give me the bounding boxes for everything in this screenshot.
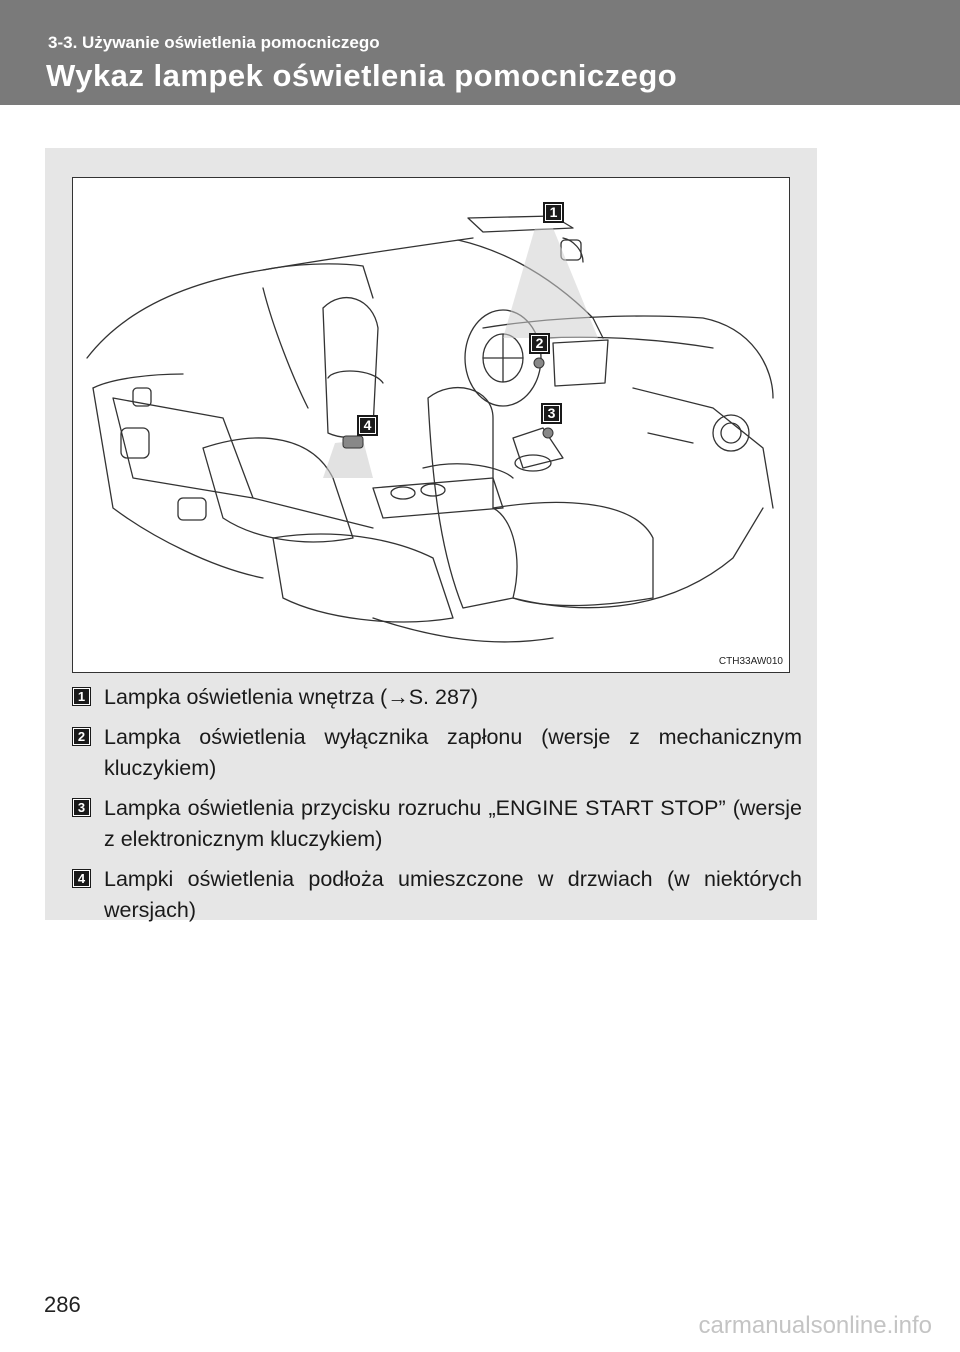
- item-text: Lampki oświetlenia podłoża umieszczone w…: [104, 867, 802, 922]
- item-text: Lampka oświetlenia wnętrza (→S. 287): [104, 685, 478, 709]
- list-item: 3 Lampka oświetlenia przycisku rozruchu …: [72, 793, 802, 855]
- item-number: 3: [72, 798, 91, 817]
- item-number: 4: [72, 869, 91, 888]
- item-text: Lampka oświetlenia wyłącznika zapłonu (w…: [104, 725, 802, 780]
- item-text: Lampka oświetlenia przycisku rozruchu „E…: [104, 796, 802, 851]
- callout-4: 4: [357, 415, 378, 436]
- watermark: carmanualsonline.info: [699, 1312, 932, 1340]
- item-number: 1: [72, 687, 91, 706]
- page-header: 3-3. Używanie oświetlenia pomocniczego W…: [0, 0, 960, 105]
- page-title: Wykaz lampek oświetlenia pomocniczego: [46, 58, 677, 94]
- lamp-list: 1 Lampka oświetlenia wnętrza (→S. 287) 2…: [72, 682, 802, 935]
- car-interior-illustration: 1 2 3 4 CTH33AW010: [72, 177, 790, 673]
- list-item: 4 Lampki oświetlenia podłoża umieszczone…: [72, 864, 802, 926]
- callout-1: 1: [543, 202, 564, 223]
- callout-3: 3: [541, 403, 562, 424]
- item-number: 2: [72, 727, 91, 746]
- callout-2: 2: [529, 333, 550, 354]
- list-item: 2 Lampka oświetlenia wyłącznika zapłonu …: [72, 722, 802, 784]
- list-item: 1 Lampka oświetlenia wnętrza (→S. 287): [72, 682, 802, 713]
- page-number: 286: [44, 1292, 81, 1318]
- section-label: 3-3. Używanie oświetlenia pomocniczego: [48, 33, 380, 53]
- figure-code: CTH33AW010: [719, 656, 783, 667]
- car-interior-drawing: [73, 178, 790, 673]
